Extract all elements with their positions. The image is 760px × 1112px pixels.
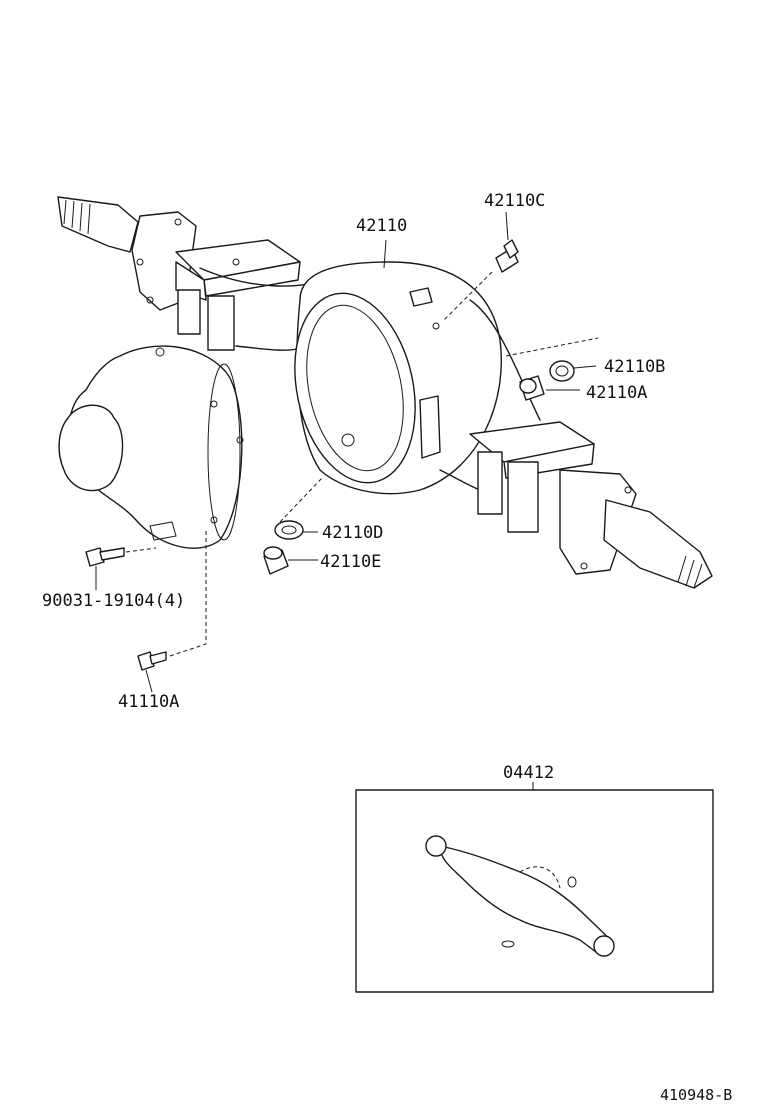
kit-box[interactable] (355, 782, 714, 993)
diagram-reference: 410948-B (660, 1086, 732, 1104)
label-plug-42110e: 42110E (320, 552, 381, 572)
label-gasket-42110b: 42110B (604, 357, 665, 377)
label-plug-42110a: 42110A (586, 383, 647, 403)
label-bolt-41110a: 41110A (118, 692, 179, 712)
bolt-90031[interactable] (85, 547, 125, 567)
label-breather-plug: 42110C (484, 191, 545, 211)
plug-42110e[interactable] (263, 546, 289, 575)
differential-carrier[interactable] (58, 345, 244, 549)
gasket-42110d[interactable] (274, 520, 304, 540)
breather-plug[interactable] (495, 239, 519, 273)
label-gasket-42110d: 42110D (322, 523, 383, 543)
label-bolt-90031: 90031-19104(4) (42, 591, 185, 611)
plug-42110a[interactable] (519, 375, 545, 401)
label-kit: 04412 (503, 763, 554, 783)
bolt-41110a[interactable] (137, 651, 167, 671)
label-axle-housing: 42110 (356, 216, 407, 236)
gasket-42110b[interactable] (549, 360, 575, 382)
axle-housing[interactable] (57, 196, 713, 589)
